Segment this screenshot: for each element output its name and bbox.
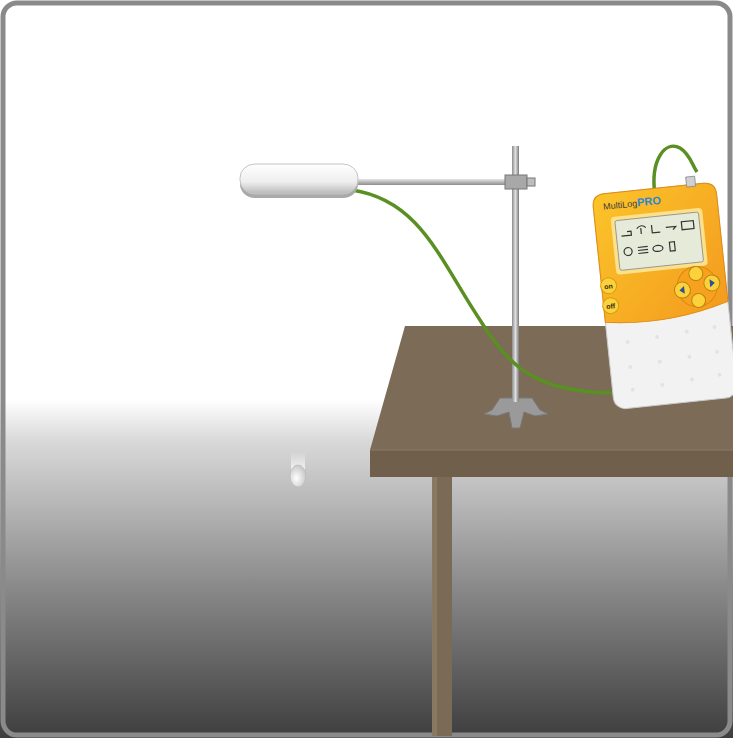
brand-suffix: PRO bbox=[636, 195, 661, 208]
falling-ball bbox=[290, 465, 306, 487]
sensor-cable bbox=[352, 190, 612, 393]
data-logger bbox=[590, 174, 733, 410]
brand-name: MultiLog bbox=[603, 199, 638, 212]
button-label: off bbox=[606, 302, 616, 310]
motion-sensor bbox=[240, 164, 358, 198]
retort-stand bbox=[355, 146, 548, 428]
button-label: on bbox=[604, 282, 613, 290]
device-face: MultiLogPRO on off bbox=[592, 181, 733, 413]
